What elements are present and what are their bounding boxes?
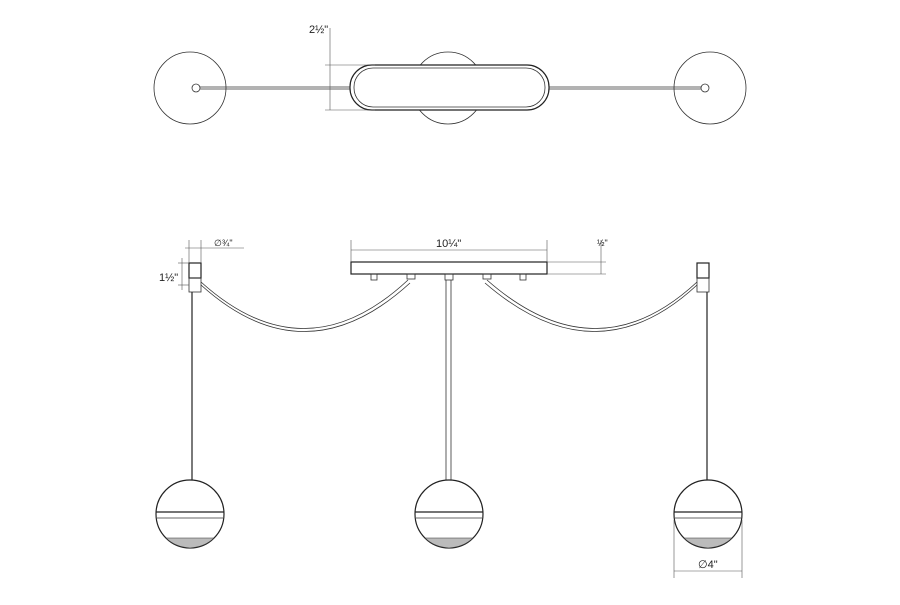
dim-mount-diameter: ∅¾" <box>214 238 233 248</box>
right-globe <box>673 479 743 549</box>
elevation-canopy <box>350 261 548 275</box>
plan-canopy-inner <box>353 67 546 108</box>
elevation-view: 10¼" ½" ∅¾" 1½" <box>155 238 743 578</box>
canopy-connector-3 <box>444 273 454 281</box>
canopy-connector-2 <box>406 273 416 280</box>
plan-left-globe <box>153 51 227 125</box>
right-mount <box>696 262 710 279</box>
right-swag-cable <box>486 279 698 329</box>
dim-mount-height: 1½" <box>159 272 178 284</box>
plan-right-hub <box>700 83 710 93</box>
left-mount-base <box>188 277 202 293</box>
plan-view: 2½" <box>153 24 747 125</box>
left-swag-cable-2 <box>200 282 411 332</box>
plan-canopy <box>349 64 550 111</box>
dim-canopy-depth: 2½" <box>309 24 328 36</box>
left-swag-cable <box>200 279 409 329</box>
plan-right-globe <box>673 51 747 125</box>
left-mount <box>188 262 202 279</box>
dim-canopy-width: 10¼" <box>436 238 461 250</box>
right-mount-base <box>696 277 710 293</box>
left-globe <box>155 479 225 549</box>
center-globe <box>414 479 484 549</box>
canopy-connector-1 <box>370 273 378 281</box>
right-swag-cable-2 <box>484 282 698 332</box>
dim-globe-diameter: ∅4" <box>698 559 718 571</box>
plan-left-hub <box>191 83 201 93</box>
dim-canopy-height: ½" <box>597 238 608 248</box>
canopy-connector-4 <box>482 273 492 280</box>
canopy-connector-5 <box>519 273 527 281</box>
